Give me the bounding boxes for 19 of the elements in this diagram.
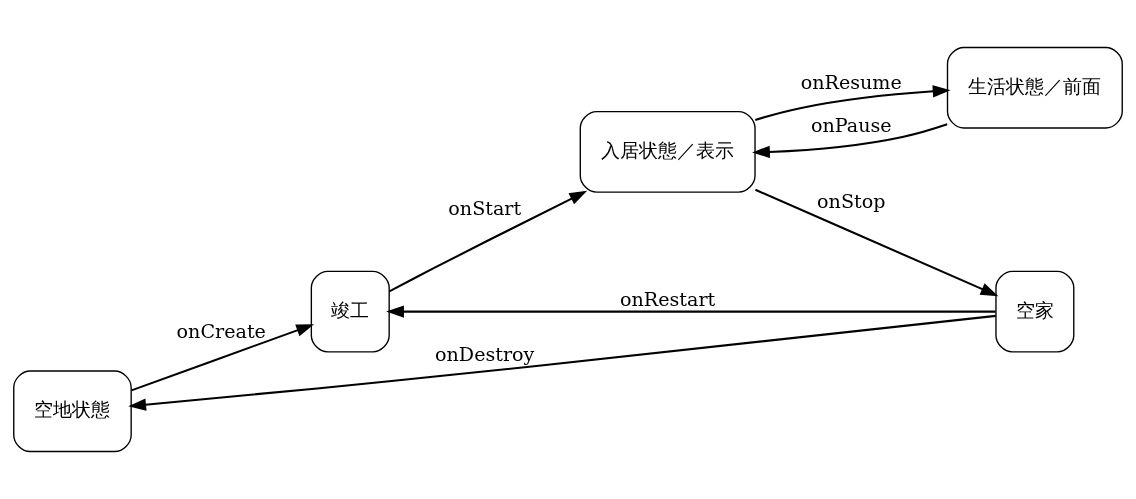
node-box: 空地状態 <box>13 370 132 453</box>
arrow <box>128 314 996 411</box>
edge-label: onPause <box>810 113 892 137</box>
arrow <box>131 324 315 392</box>
edge-label: onResume <box>800 71 902 95</box>
node-box: 空家 <box>995 270 1075 353</box>
arrow <box>752 123 948 159</box>
edge-label: onDestroy <box>435 343 535 367</box>
node-box: 入居状態／表示 <box>579 110 756 193</box>
edge-label: onStop <box>817 190 886 214</box>
arrow <box>388 190 588 293</box>
arrow <box>386 305 996 318</box>
edge-label: onRestart <box>620 288 716 312</box>
arrow <box>755 85 951 121</box>
edge-label: onStart <box>448 196 522 220</box>
node-box: 竣工 <box>310 270 390 353</box>
edge-label: onCreate <box>176 319 266 343</box>
arrow <box>755 188 999 297</box>
node-box: 生活状態／前面 <box>946 46 1123 129</box>
